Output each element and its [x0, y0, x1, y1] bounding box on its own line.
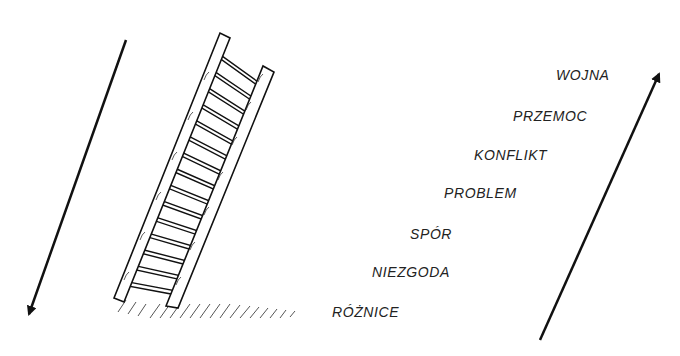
escalation-step: KONFLIKT	[474, 147, 547, 163]
escalation-step: SPÓR	[410, 226, 452, 242]
ladder-rails	[114, 33, 274, 308]
escalation-step: NIEZGODA	[372, 264, 450, 280]
escalation-step: PRZEMOC	[513, 108, 587, 124]
down-arrow	[29, 40, 126, 314]
escalation-step: PROBLEM	[444, 185, 517, 201]
escalation-step: RÓŻNICE	[332, 304, 399, 320]
escalation-step: WOJNA	[556, 67, 610, 83]
ladder-shadow	[118, 300, 295, 318]
ladder-wood-grain	[124, 72, 263, 285]
